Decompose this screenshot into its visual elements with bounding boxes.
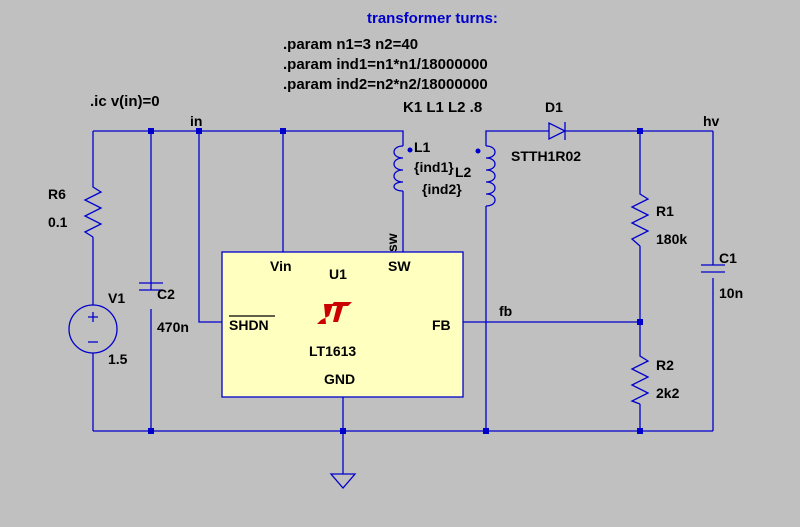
r6-value: 0.1	[48, 214, 68, 230]
directive-param-ind2[interactable]: .param ind2=n2*n2/18000000	[283, 76, 488, 93]
net-label-sw[interactable]: sw	[384, 233, 400, 252]
pin-shdn-label: SHDN	[229, 317, 269, 333]
l2-name: L2	[455, 164, 472, 180]
junction-dot	[637, 128, 643, 134]
c2-value: 470n	[157, 319, 189, 335]
ic-body	[221, 251, 464, 398]
wire-top-to-L1[interactable]	[283, 130, 404, 146]
ic-u1-lt1613[interactable]: Vin SW U1 SHDN FB LT1613 GND	[221, 251, 464, 398]
wire-shdn[interactable]	[198, 131, 222, 323]
plus-sign	[88, 312, 98, 322]
junction-dot	[637, 428, 643, 434]
r1-value: 180k	[656, 231, 687, 247]
net-label-in[interactable]: in	[190, 113, 202, 129]
l2-value: {ind2}	[422, 181, 462, 197]
c1-name: C1	[719, 250, 737, 266]
junction-dot	[148, 128, 154, 134]
junction-dot	[637, 319, 643, 325]
junction-dot	[483, 428, 489, 434]
junction-dot	[196, 128, 202, 134]
directive-param-n[interactable]: .param n1=3 n2=40	[283, 36, 418, 53]
resistor-r2[interactable]: R2 2k2	[630, 352, 680, 405]
diode-d1[interactable]: D1 STTH1R02	[511, 99, 581, 164]
junction-dot	[148, 428, 154, 434]
pin-vin-label: Vin	[270, 258, 292, 274]
r1-name: R1	[656, 203, 674, 219]
pin-fb-label: FB	[432, 317, 451, 333]
directive-ic[interactable]: .ic v(in)=0	[90, 93, 160, 110]
resistor-r1[interactable]: R1 180k	[630, 190, 687, 247]
ground-icon[interactable]	[329, 473, 357, 489]
junction-dot	[340, 428, 346, 434]
comment-title[interactable]: transformer turns:	[367, 10, 498, 27]
c1-value: 10n	[719, 285, 743, 301]
r2-name: R2	[656, 357, 674, 373]
directive-coupling[interactable]: K1 L1 L2 .8	[403, 99, 482, 116]
polarity-dot	[475, 148, 481, 154]
pin-gnd-label: GND	[324, 371, 355, 387]
d1-name: D1	[545, 99, 563, 115]
directive-param-ind1[interactable]: .param ind1=n1*n1/18000000	[283, 56, 488, 73]
r6-name: R6	[48, 186, 66, 202]
l1-value: {ind1}	[414, 159, 454, 175]
capacitor-c2[interactable]: C2 470n	[139, 282, 189, 335]
c2-name: C2	[157, 286, 175, 302]
inductor-l2[interactable]: L2 {ind2}	[422, 145, 496, 207]
net-label-hv[interactable]: hv	[703, 113, 720, 129]
u1-part: LT1613	[309, 343, 356, 359]
r2-value: 2k2	[656, 385, 680, 401]
wire-L2-to-D1[interactable]	[485, 130, 541, 146]
pin-sw-label: SW	[388, 258, 411, 274]
v1-name: V1	[108, 290, 125, 306]
net-label-fb[interactable]: fb	[499, 303, 512, 319]
polarity-dot	[407, 147, 413, 153]
l1-name: L1	[414, 139, 431, 155]
junction-dot	[280, 128, 286, 134]
d1-value: STTH1R02	[511, 148, 581, 164]
linear-tech-logo	[317, 302, 352, 324]
capacitor-c1[interactable]: C1 10n	[701, 250, 743, 301]
resistor-r6[interactable]: R6 0.1	[48, 183, 103, 238]
v1-value: 1.5	[108, 351, 128, 367]
voltage-source-v1[interactable]: V1 1.5	[68, 290, 128, 367]
u1-name: U1	[329, 266, 347, 282]
wires	[92, 130, 714, 474]
junctions	[148, 128, 643, 434]
inductor-l1[interactable]: L1 {ind1}	[393, 139, 454, 192]
